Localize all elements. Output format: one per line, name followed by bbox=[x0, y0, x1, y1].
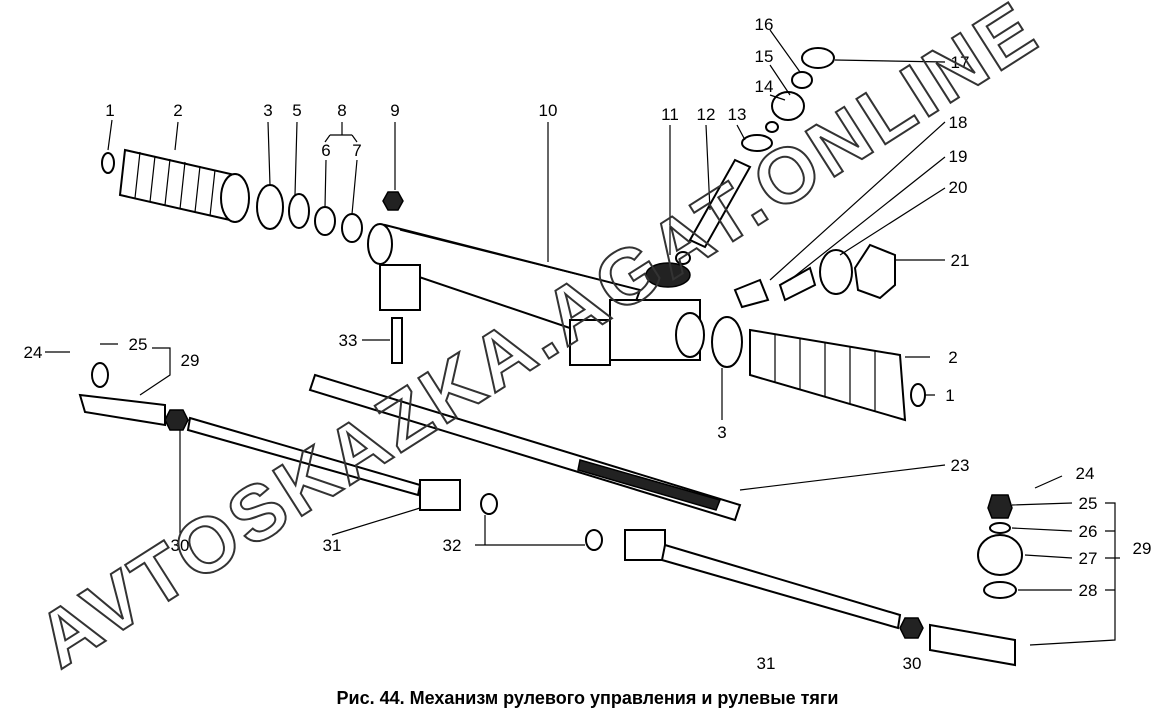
parts-left-boot bbox=[101, 148, 404, 243]
parts-right-boot bbox=[391, 317, 926, 422]
figure-caption: Рис. 44. Механизм рулевого управления и … bbox=[336, 688, 839, 708]
label-29-left: 29 bbox=[181, 351, 200, 370]
label-32: 32 bbox=[443, 536, 462, 555]
label-29-right: 29 bbox=[1133, 539, 1152, 558]
label-26: 26 bbox=[1079, 522, 1098, 541]
label-14: 14 bbox=[755, 77, 774, 96]
label-12: 12 bbox=[697, 105, 716, 124]
label-30-right: 30 bbox=[903, 654, 922, 673]
label-2: 2 bbox=[173, 101, 182, 120]
part-labels: 1 2 3 5 8 6 7 9 10 11 12 13 14 15 16 17 … bbox=[24, 15, 1152, 673]
label-1-right: 1 bbox=[945, 386, 954, 405]
label-3-bottom: 3 bbox=[717, 423, 726, 442]
label-21: 21 bbox=[951, 251, 970, 270]
label-25-left: 25 bbox=[129, 335, 148, 354]
label-6: 6 bbox=[321, 141, 330, 160]
label-3: 3 bbox=[263, 101, 272, 120]
label-23: 23 bbox=[951, 456, 970, 475]
label-17: 17 bbox=[951, 53, 970, 72]
pinion-parts bbox=[645, 47, 896, 309]
label-19: 19 bbox=[949, 147, 968, 166]
label-15: 15 bbox=[755, 47, 774, 66]
label-7: 7 bbox=[352, 141, 361, 160]
label-11: 11 bbox=[661, 105, 679, 124]
label-33: 33 bbox=[339, 331, 358, 350]
label-28: 28 bbox=[1079, 581, 1098, 600]
label-18: 18 bbox=[949, 113, 968, 132]
label-16: 16 bbox=[755, 15, 774, 34]
label-1: 1 bbox=[105, 101, 114, 120]
label-30-left: 30 bbox=[171, 536, 190, 555]
label-27: 27 bbox=[1079, 549, 1098, 568]
rack bbox=[308, 373, 742, 522]
label-2-right: 2 bbox=[948, 348, 957, 367]
label-31-right: 31 bbox=[757, 654, 776, 673]
label-13: 13 bbox=[728, 105, 747, 124]
label-24-right: 24 bbox=[1076, 464, 1095, 483]
label-24-left: 24 bbox=[24, 343, 43, 362]
label-25-right: 25 bbox=[1079, 494, 1098, 513]
leader-lines bbox=[45, 29, 1120, 646]
label-20: 20 bbox=[949, 178, 968, 197]
label-8: 8 bbox=[337, 101, 346, 120]
right-tie-rod bbox=[585, 475, 1063, 667]
label-9: 9 bbox=[390, 101, 399, 120]
label-10: 10 bbox=[539, 101, 558, 120]
left-tie-rod bbox=[78, 362, 498, 515]
rack-housing bbox=[367, 223, 743, 368]
label-31-left: 31 bbox=[323, 536, 342, 555]
label-5: 5 bbox=[292, 101, 301, 120]
